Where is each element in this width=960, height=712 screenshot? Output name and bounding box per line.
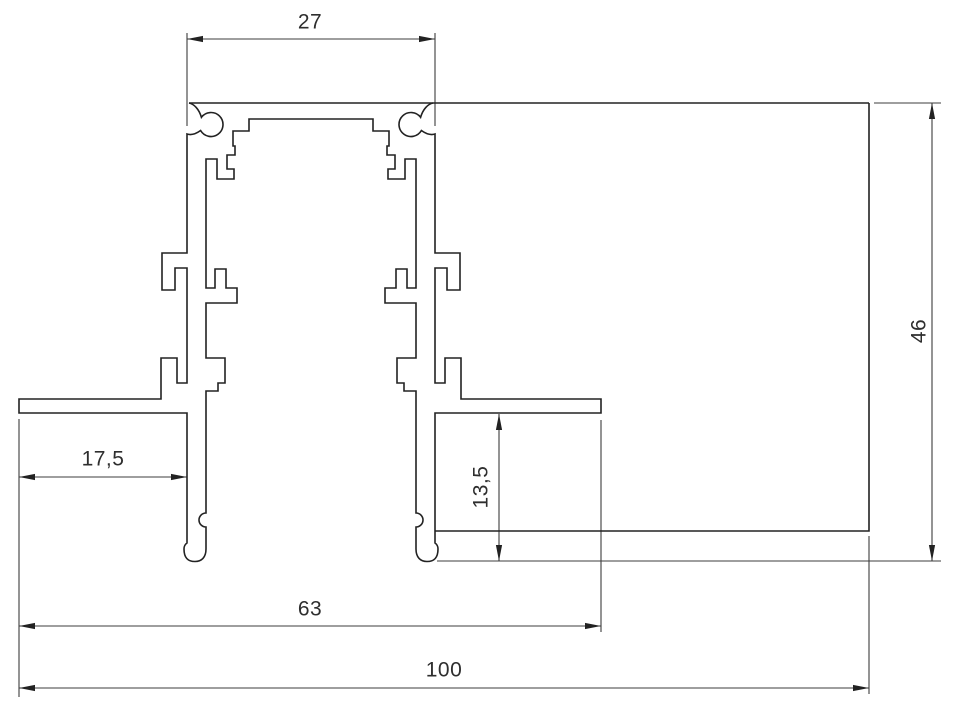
arrow-27-right	[419, 35, 435, 43]
dimension-label-top-width: 27	[297, 10, 323, 34]
arrow-175-left	[19, 473, 35, 481]
dimension-label-left-flange-width: 17,5	[81, 447, 125, 471]
arrow-63-right	[585, 622, 601, 630]
dimension-label-total-width: 100	[425, 658, 463, 682]
arrow-46-bottom	[928, 545, 936, 561]
arrow-100-left	[19, 684, 35, 692]
arrow-175-right	[171, 473, 187, 481]
dim-27-extensions	[186, 33, 436, 126]
dim-46-extensions	[437, 102, 941, 562]
profile-path	[18, 102, 602, 563]
mounting-box-outline	[189, 102, 870, 532]
dimension-arrowheads	[19, 35, 936, 692]
dimension-label-inner-width: 63	[297, 597, 323, 621]
arrow-135-top	[495, 414, 503, 430]
arrow-100-right	[853, 684, 869, 692]
dimension-label-lower-depth: 13,5	[469, 465, 493, 509]
arrow-46-top	[928, 103, 936, 119]
arrow-63-left	[19, 622, 35, 630]
dimension-label-total-height: 46	[907, 318, 931, 344]
profile-outline	[18, 102, 602, 563]
dimension-lines	[18, 33, 941, 697]
box-right-bottom	[435, 103, 870, 532]
arrow-27-left	[187, 35, 203, 43]
arrow-135-bottom	[495, 545, 503, 561]
